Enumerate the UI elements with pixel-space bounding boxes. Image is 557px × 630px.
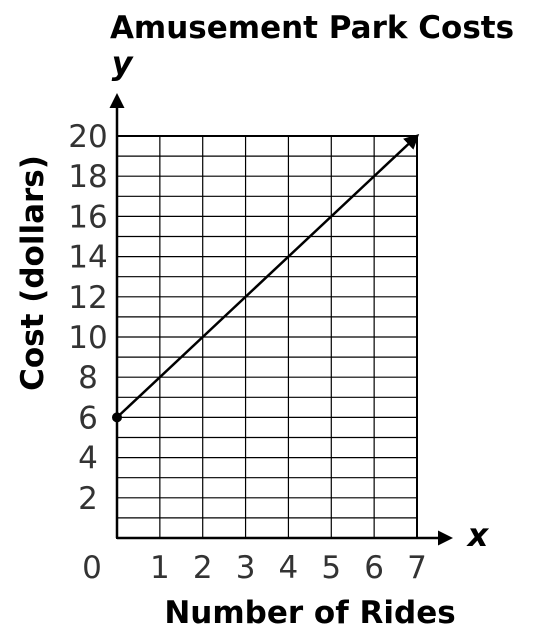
axes — [109, 93, 453, 546]
x-tick-label: 3 — [236, 550, 256, 586]
y-tick-label: 8 — [78, 360, 98, 396]
y-tick-label: 10 — [68, 320, 107, 356]
x-axis-variable: x — [466, 516, 490, 554]
x-tick-label: 1 — [150, 550, 170, 586]
series — [112, 133, 420, 423]
x-tick-label: 2 — [193, 550, 213, 586]
y-axis-variable: y — [112, 44, 134, 82]
x-tick-label: 4 — [279, 550, 299, 586]
y-tick-label: 4 — [78, 441, 98, 477]
x-tick-label: 7 — [407, 550, 427, 586]
data-point-start — [112, 412, 122, 423]
y-tick-label: 12 — [68, 280, 107, 316]
y-tick-label: 20 — [68, 119, 107, 155]
y-tick-label: 18 — [68, 159, 107, 195]
y-axis-label: Cost (dollars) — [15, 155, 51, 391]
x-axis-label: Number of Rides — [164, 595, 455, 630]
y-tick-label: 6 — [78, 400, 98, 436]
x-tick-label: 5 — [321, 550, 341, 586]
chart-title: Amusement Park Costs — [110, 10, 514, 46]
y-tick-label: 16 — [68, 199, 107, 235]
y-tick-label: 14 — [68, 240, 107, 276]
y-tick-label: 2 — [78, 481, 98, 517]
series-line — [116, 133, 420, 419]
x-tick-label: 6 — [364, 550, 384, 586]
grid — [116, 135, 418, 539]
origin-label: 0 — [82, 550, 102, 586]
